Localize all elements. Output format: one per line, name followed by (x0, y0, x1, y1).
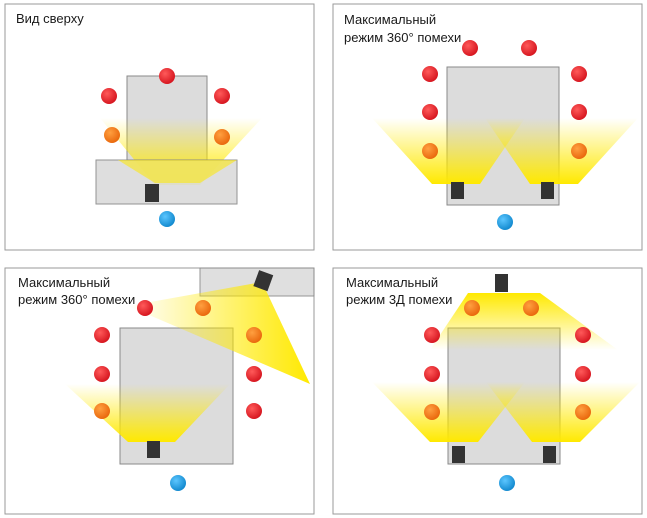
seat-orange-icon (195, 300, 211, 316)
camera-beam-lower (65, 384, 230, 442)
panel-title-line: режим 3Д помехи (346, 292, 452, 307)
camera-icon (541, 182, 554, 199)
seat-red-icon (575, 366, 591, 382)
seat-orange-icon (571, 143, 587, 159)
camera-icon (495, 274, 508, 292)
seat-red-icon (571, 104, 587, 120)
seat-orange-icon (424, 404, 440, 420)
panel-title-line: режим 360° помехи (344, 30, 461, 45)
seat-red-icon (94, 366, 110, 382)
seat-red-icon (575, 327, 591, 343)
seat-orange-icon (523, 300, 539, 316)
seat-blue-icon (499, 475, 515, 491)
seat-orange-icon (422, 143, 438, 159)
seat-red-icon (214, 88, 230, 104)
seat-red-icon (246, 403, 262, 419)
seat-red-icon (424, 327, 440, 343)
seat-blue-icon (497, 214, 513, 230)
camera-beam-right (485, 118, 638, 184)
panel-360-bottom: Максимальный режим 360° помехи (332, 3, 643, 251)
camera-icon (452, 446, 465, 463)
camera-icon (253, 270, 274, 292)
panel-title-line: Максимальный (344, 12, 436, 27)
camera-beam-left (372, 118, 525, 184)
camera-icon (147, 441, 160, 458)
seat-red-icon (462, 40, 478, 56)
seat-orange-icon (246, 327, 262, 343)
camera-beam-left (372, 382, 525, 442)
seat-orange-icon (464, 300, 480, 316)
seat-red-icon (571, 66, 587, 82)
seat-red-icon (137, 300, 153, 316)
seat-red-icon (246, 366, 262, 382)
seat-red-icon (159, 68, 175, 84)
seat-blue-icon (159, 211, 175, 227)
seat-orange-icon (104, 127, 120, 143)
seat-red-icon (94, 327, 110, 343)
panel-360-tilted: Максимальный режим 360° помехи (4, 267, 315, 515)
seat-red-icon (101, 88, 117, 104)
camera-icon (145, 184, 159, 202)
seat-red-icon (422, 66, 438, 82)
seat-red-icon (422, 104, 438, 120)
seat-orange-icon (575, 404, 591, 420)
seat-orange-icon (214, 129, 230, 145)
panel-title-line: режим 360° помехи (18, 292, 135, 307)
camera-beam-right (486, 382, 640, 442)
seat-red-icon (424, 366, 440, 382)
camera-beam-core (118, 160, 237, 183)
camera-icon (543, 446, 556, 463)
panel-top-view: Вид сверху (4, 3, 315, 251)
panel-title-line: Максимальный (346, 275, 438, 290)
seat-red-icon (521, 40, 537, 56)
panel-title-line: Максимальный (18, 275, 110, 290)
seat-orange-icon (94, 403, 110, 419)
camera-icon (451, 182, 464, 199)
panel-3d: Максимальный режим 3Д помехи (332, 267, 643, 515)
panel-title-line: Вид сверху (16, 11, 84, 26)
camera-beam-upper (128, 282, 310, 384)
seat-blue-icon (170, 475, 186, 491)
